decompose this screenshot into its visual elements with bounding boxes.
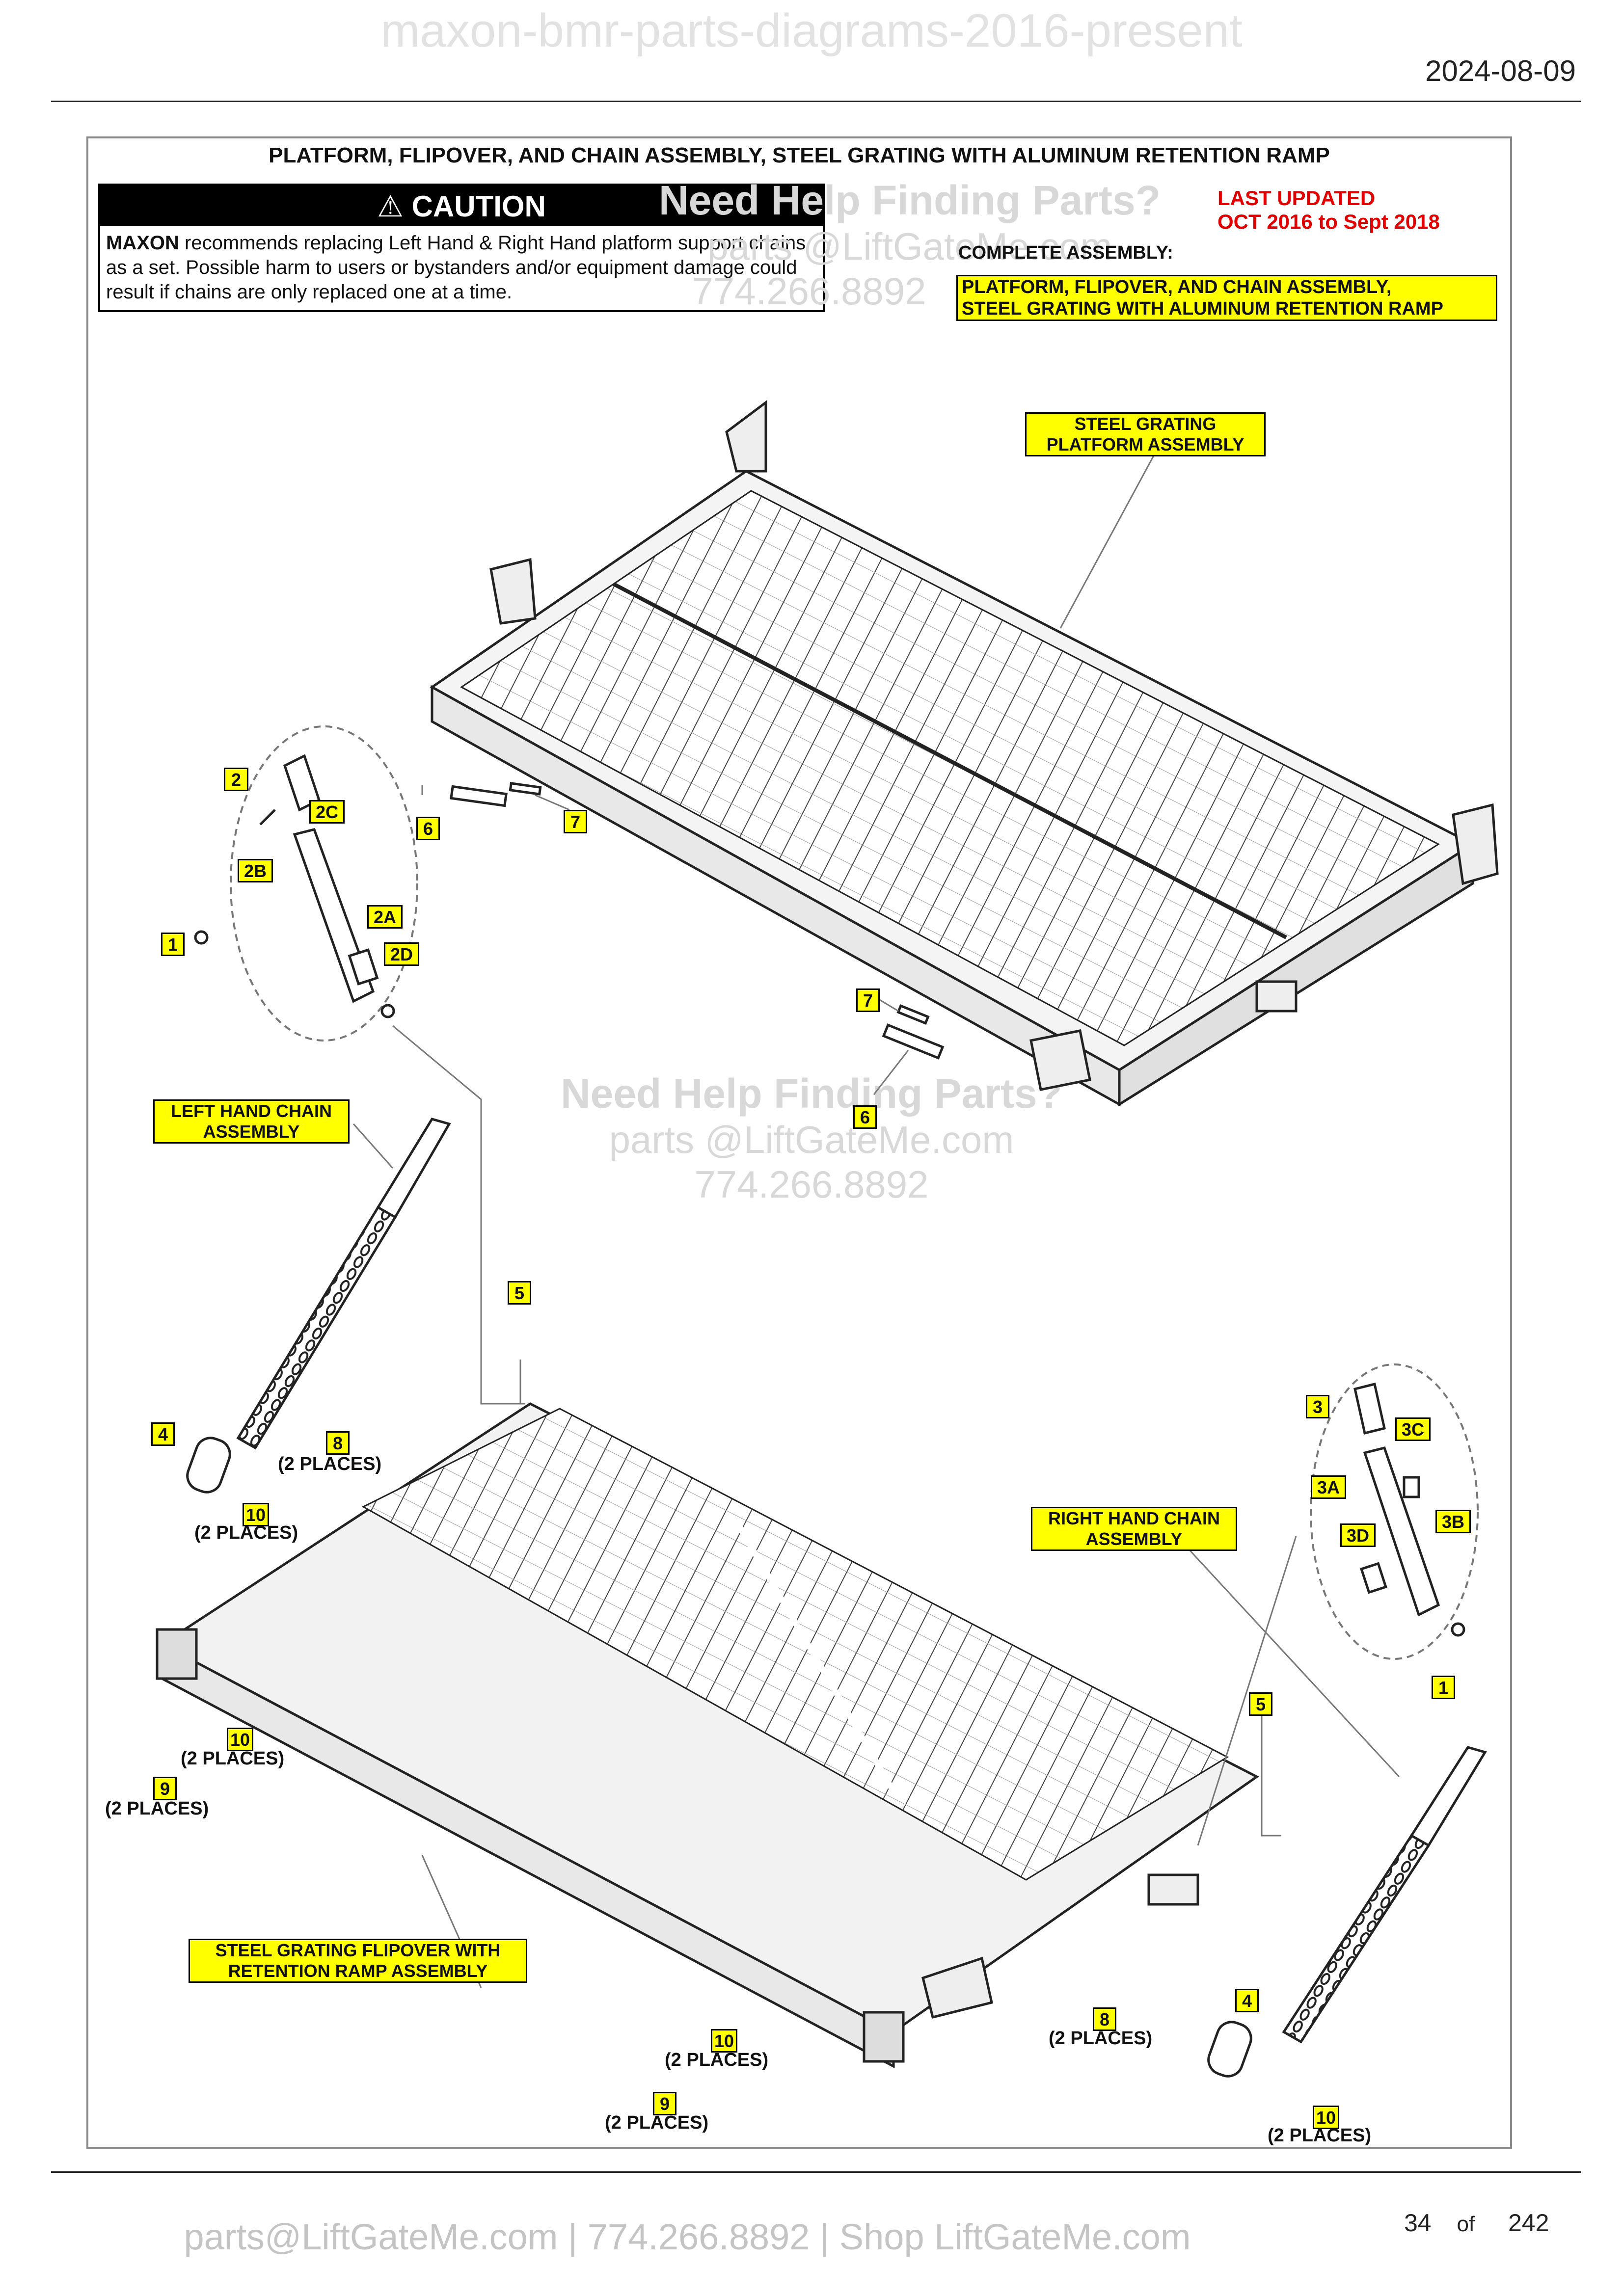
places-note-8-right: (2 PLACES) xyxy=(1049,2028,1153,2049)
places-note-10-bottom: (2 PLACES) xyxy=(665,2050,769,2070)
callout-7-upper: 7 xyxy=(564,810,587,833)
watermark-help-text-top: Need Help Finding Parts? xyxy=(658,177,1161,223)
label-left-chain-assembly: LEFT HAND CHAIN ASSEMBLY xyxy=(153,1099,350,1144)
watermark-help-text: Need Help Finding Parts? xyxy=(560,1070,1063,1117)
places-note-9-bottom: (2 PLACES) xyxy=(605,2112,709,2133)
callout-4-right: 4 xyxy=(1235,1989,1259,2012)
label-right-chain-line1: RIGHT HAND CHAIN xyxy=(1048,1508,1220,1528)
label-right-chain-assembly: RIGHT HAND CHAIN ASSEMBLY xyxy=(1031,1507,1237,1551)
complete-assembly-line2: STEEL GRATING WITH ALUMINUM RETENTION RA… xyxy=(962,298,1443,319)
callout-6-upper: 6 xyxy=(416,817,440,840)
caution-body: MAXON recommends replacing Left Hand & R… xyxy=(106,231,818,304)
callout-6-lower: 6 xyxy=(853,1105,877,1129)
watermark-email-top: parts @LiftGateMe.com xyxy=(707,225,1112,268)
callout-5-right: 5 xyxy=(1249,1692,1272,1716)
last-updated-range: OCT 2016 to Sept 2018 xyxy=(1217,210,1440,233)
watermark-email: parts @LiftGateMe.com xyxy=(609,1118,1014,1161)
caution-text: recommends replacing Left Hand & Right H… xyxy=(106,232,806,303)
page-number: 34 of 242 xyxy=(1404,2209,1549,2237)
page-current: 34 xyxy=(1404,2209,1432,2237)
page-of: of xyxy=(1457,2212,1475,2236)
callout-2a: 2A xyxy=(367,905,403,929)
watermark-phone-top: 774.266.8892 xyxy=(692,269,926,313)
callout-3c: 3C xyxy=(1395,1417,1431,1441)
label-left-chain-line2: ASSEMBLY xyxy=(203,1121,300,1142)
label-flipover-assembly: STEEL GRATING FLIPOVER WITH RETENTION RA… xyxy=(189,1939,527,1983)
callout-10-lower-left: 10 xyxy=(227,1728,253,1751)
document-date: 2024-08-09 xyxy=(1425,54,1576,87)
callout-5-left: 5 xyxy=(508,1281,531,1305)
complete-assembly-name: PLATFORM, FLIPOVER, AND CHAIN ASSEMBLY, … xyxy=(956,275,1497,321)
callout-7-lower: 7 xyxy=(856,988,880,1012)
detail-circle-left xyxy=(230,725,418,1041)
diagram-frame xyxy=(86,136,1512,2149)
callout-2c: 2C xyxy=(309,800,345,824)
callout-3d: 3D xyxy=(1340,1523,1376,1547)
caution-header: ⚠ CAUTION xyxy=(100,186,823,226)
places-note-10-right: (2 PLACES) xyxy=(1268,2125,1372,2146)
callout-4-left: 4 xyxy=(151,1422,175,1446)
callout-1-left: 1 xyxy=(161,933,185,956)
callout-8-right: 8 xyxy=(1093,2007,1116,2031)
callout-9-left: 9 xyxy=(153,1777,177,1800)
detail-circle-right xyxy=(1310,1363,1479,1660)
callout-3b: 3B xyxy=(1435,1510,1471,1533)
complete-assembly-line1: PLATFORM, FLIPOVER, AND CHAIN ASSEMBLY, xyxy=(962,277,1392,297)
callout-10-right: 10 xyxy=(1313,2106,1339,2129)
places-note-8-left: (2 PLACES) xyxy=(278,1454,382,1474)
callout-2b: 2B xyxy=(238,859,273,882)
footer-contact: parts@LiftGateMe.com | 774.266.8892 | Sh… xyxy=(184,2216,1191,2257)
callout-2d: 2D xyxy=(384,942,419,966)
label-right-chain-line2: ASSEMBLY xyxy=(1085,1529,1183,1549)
caution-heading: CAUTION xyxy=(411,190,546,223)
label-platform-line1: STEEL GRATING xyxy=(1074,414,1217,434)
caution-brand: MAXON xyxy=(106,232,179,254)
last-updated-note: LAST UPDATED OCT 2016 to Sept 2018 xyxy=(1217,187,1571,234)
watermark-phone: 774.266.8892 xyxy=(694,1163,929,1206)
watermark-center: Need Help Finding Parts? parts @LiftGate… xyxy=(0,1070,1623,1207)
places-note-10-lower-left: (2 PLACES) xyxy=(181,1748,285,1769)
callout-10-left: 10 xyxy=(243,1503,269,1526)
header-divider xyxy=(51,101,1581,102)
places-note-10-left: (2 PLACES) xyxy=(194,1522,298,1543)
diagram-title: PLATFORM, FLIPOVER, AND CHAIN ASSEMBLY, … xyxy=(269,143,1330,167)
label-flipover-line1: STEEL GRATING FLIPOVER WITH xyxy=(215,1940,501,1960)
label-left-chain-line1: LEFT HAND CHAIN xyxy=(171,1101,332,1121)
warning-triangle-icon: ⚠ xyxy=(377,190,404,223)
upper-platform xyxy=(430,400,1499,1107)
callout-3a: 3A xyxy=(1311,1475,1346,1499)
footer-divider xyxy=(51,2171,1581,2173)
callout-1-right: 1 xyxy=(1432,1676,1455,1699)
places-note-9-left: (2 PLACES) xyxy=(105,1798,209,1819)
callout-8-left: 8 xyxy=(326,1431,350,1455)
caution-notice: ⚠ CAUTION MAXON recommends replacing Lef… xyxy=(98,184,825,312)
callout-10-bottom: 10 xyxy=(711,2029,737,2053)
complete-assembly-label: COMPLETE ASSEMBLY: xyxy=(958,242,1173,263)
document-watermark-title: maxon-bmr-parts-diagrams-2016-present xyxy=(380,4,1243,57)
watermark-top: Need Help Finding Parts? parts @LiftGate… xyxy=(0,177,1623,314)
callout-9-bottom: 9 xyxy=(653,2092,676,2115)
last-updated-label: LAST UPDATED xyxy=(1217,187,1376,210)
callout-3: 3 xyxy=(1306,1395,1329,1418)
label-platform-line2: PLATFORM ASSEMBLY xyxy=(1046,434,1244,454)
page-total: 242 xyxy=(1508,2209,1549,2237)
label-platform-assembly: STEEL GRATING PLATFORM ASSEMBLY xyxy=(1025,412,1266,456)
label-flipover-line2: RETENTION RAMP ASSEMBLY xyxy=(228,1961,488,1981)
callout-2: 2 xyxy=(224,768,248,791)
